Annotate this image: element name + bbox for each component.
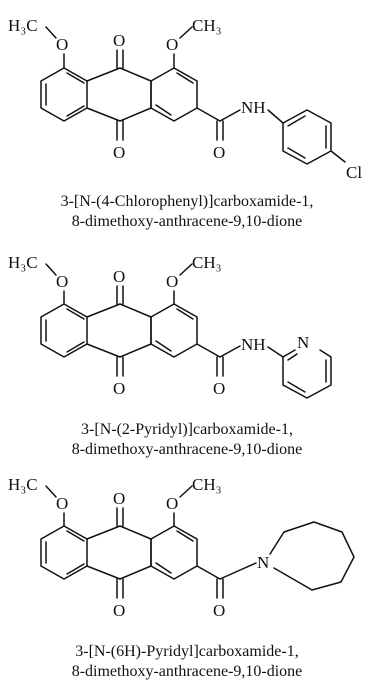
methoxy-oxygen-left: O — [56, 494, 68, 513]
amide-oxygen: O — [213, 143, 225, 162]
carbonyl-oxygen-bottom: O — [113, 379, 125, 398]
caption-line-1: 3-[N-(6H)-Pyridyl]carboxamide-1, — [75, 643, 299, 660]
amide-nh-label: NH — [241, 335, 266, 354]
methoxy-oxygen-right: O — [166, 494, 178, 513]
methyl-left-label: H₃C — [8, 253, 38, 272]
pyridine-nitrogen: N — [297, 333, 309, 352]
caption-line-2: 8-dimethoxy-anthracene-9,10-dione — [71, 441, 303, 458]
methoxy-oxygen-right: O — [166, 272, 178, 291]
structure-4-chlorophenyl-carboxamide: H₃C O O CH₃ O O O NH — [8, 16, 362, 182]
caption-line-2: 8-dimethoxy-anthracene-9,10-dione — [71, 663, 303, 680]
methyl-right-label: CH₃ — [192, 16, 222, 35]
piperidine-nitrogen: N — [257, 553, 269, 572]
amide-oxygen: O — [213, 379, 225, 398]
structure-piperidinyl-carboxamide: H₃C O O CH₃ O O O N — [8, 475, 355, 620]
caption-compound-2: 3-[N-(2-Pyridyl)]carboxamide-1, 8-dimeth… — [0, 420, 374, 460]
amide-oxygen: O — [213, 601, 225, 620]
methoxy-oxygen-left: O — [56, 35, 68, 54]
methyl-right-label: CH₃ — [192, 253, 222, 272]
caption-compound-1: 3-[N-(4-Chlorophenyl)]carboxamide-1, 8-d… — [0, 192, 374, 232]
amide-nh-label: NH — [241, 98, 266, 117]
methoxy-oxygen-left: O — [56, 272, 68, 291]
caption-line-1: 3-[N-(2-Pyridyl)]carboxamide-1, — [81, 421, 293, 438]
compound-1: H₃C O O CH₃ O O O NH — [0, 0, 374, 235]
methyl-left-label: H₃C — [8, 16, 38, 35]
compound-3: H₃C O O CH₃ O O O N 3-[N-( — [0, 462, 374, 684]
structure-2-pyridyl-carboxamide: H₃C O O CH₃ O O O NH N — [8, 253, 332, 399]
carbonyl-oxygen-top: O — [113, 267, 125, 286]
methoxy-oxygen-right: O — [166, 35, 178, 54]
carbonyl-oxygen-top: O — [113, 31, 125, 50]
chlorine-label: Cl — [346, 163, 362, 182]
caption-line-2: 8-dimethoxy-anthracene-9,10-dione — [71, 213, 303, 230]
carbonyl-oxygen-top: O — [113, 489, 125, 508]
methyl-left-label: H₃C — [8, 475, 38, 494]
caption-compound-3: 3-[N-(6H)-Pyridyl]carboxamide-1, 8-dimet… — [0, 642, 374, 682]
compound-2: H₃C O O CH₃ O O O NH N — [0, 240, 374, 460]
carbonyl-oxygen-bottom: O — [113, 601, 125, 620]
caption-line-1: 3-[N-(4-Chlorophenyl)]carboxamide-1, — [60, 193, 314, 210]
methyl-right-label: CH₃ — [192, 475, 222, 494]
carbonyl-oxygen-bottom: O — [113, 143, 125, 162]
